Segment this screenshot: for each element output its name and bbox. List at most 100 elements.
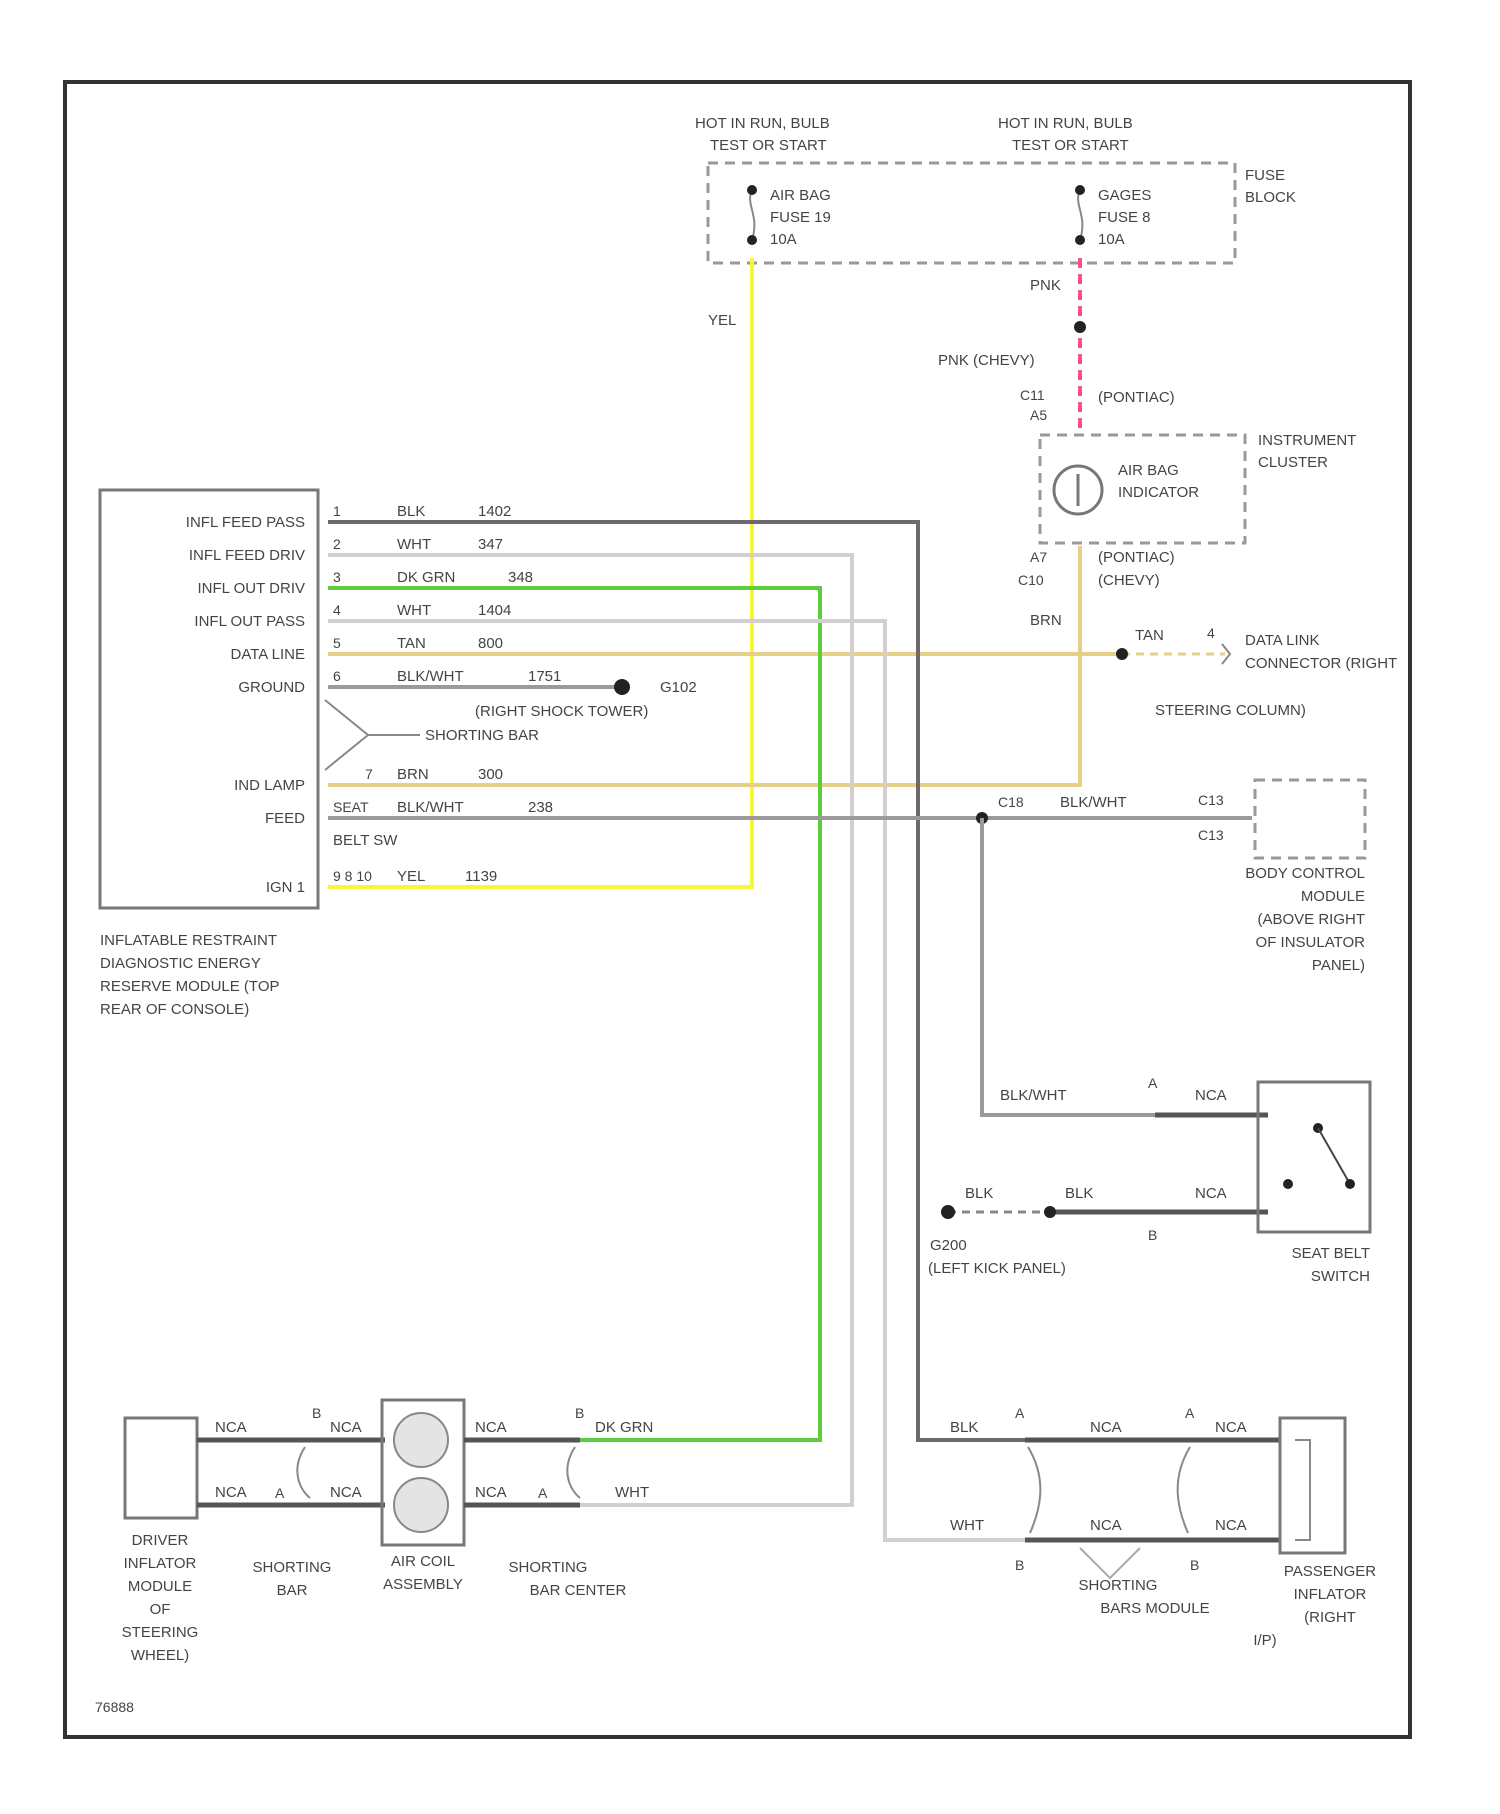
seat-belt-switch-blade [1318,1128,1350,1184]
a7-label: A7 [1030,549,1047,565]
seat-belt-contact-3 [1345,1179,1355,1189]
pin-color-1: BLK [397,503,425,520]
passenger-shorting-bar-1 [1028,1447,1040,1533]
bcm-title-1: BODY CONTROL [1245,865,1365,882]
fuse-right-symbol [1078,190,1082,240]
indicator-label-1: AIR BAG [1118,462,1179,479]
passenger-inflator-box [1280,1418,1345,1553]
g102-label: G102 [660,679,697,696]
left-source-line1: HOT IN RUN, BULB [695,115,830,132]
seat-belt-nca-bottom: NCA [1195,1185,1227,1202]
driver-nca-3: NCA [330,1419,362,1436]
passenger-inflator-title-2: INFLATOR [1294,1586,1367,1603]
cluster-title-2: CLUSTER [1258,454,1328,471]
g200-ground-dot [941,1205,955,1219]
fuse-left-line1: AIR BAG [770,187,831,204]
pin-name-feed: FEED [265,810,305,827]
chevy-bottom-label: (CHEVY) [1098,572,1160,589]
bcm-title-3: (ABOVE RIGHT [1257,911,1365,928]
belt-sw-label: BELT SW [333,832,398,849]
driver-nca-1: NCA [215,1419,247,1436]
left-source-line2: TEST OR START [710,137,827,154]
pin-name-infl-feed-pass: INFL FEED PASS [186,514,305,531]
passenger-pin-a2: A [1185,1405,1195,1421]
driver-inflator-title-6: WHEEL) [131,1647,189,1664]
right-source-line1: HOT IN RUN, BULB [998,115,1133,132]
pin-color-2: WHT [397,536,431,553]
pin-color-6: BLK/WHT [397,668,464,685]
g200-location: (LEFT KICK PANEL) [928,1260,1066,1277]
body-control-module: C18 BLK/WHT C13 C13 BODY CONTROL MODULE … [998,780,1365,974]
fuse-block-label-1: FUSE [1245,167,1285,184]
dlc-wire-label: TAN [1135,627,1164,644]
coil-title-2: ASSEMBLY [383,1576,463,1593]
pin-name-infl-feed-driv: INFL FEED DRIV [189,547,305,564]
passenger-inflator-title-4: I/P) [1253,1632,1276,1649]
pin-circuit-ign: 1139 [465,868,497,885]
seat-belt-title-2: SWITCH [1311,1268,1370,1285]
passenger-inflator-element [1295,1440,1310,1540]
bcm-title-4: OF INSULATOR [1256,934,1366,951]
g200-label: G200 [930,1237,967,1254]
dlc-pin-label: 4 [1207,625,1215,641]
passenger-inflator-title-3: (RIGHT [1304,1609,1356,1626]
fuse-right-terminal-top [1075,185,1085,195]
driver-nca-2: NCA [215,1484,247,1501]
pin-num-2: 2 [333,536,341,552]
passenger-pin-b1: B [1015,1557,1024,1573]
driver-inflator-title-5: STEERING [122,1624,199,1641]
dlc-title-3: STEERING COLUMN) [1155,702,1306,719]
g102-location: (RIGHT SHOCK TOWER) [475,703,648,720]
passenger-pin-b2: B [1190,1557,1199,1573]
passenger-shorting-title-1: SHORTING [1079,1577,1158,1594]
wire-yel-ign1 [328,258,752,887]
pin-circuit-7: 300 [478,766,503,783]
driver-dkgrn-label: DK GRN [595,1419,653,1436]
power-section: HOT IN RUN, BULB TEST OR START HOT IN RU… [695,115,1296,263]
fuse-block-label-2: BLOCK [1245,189,1296,206]
pin-circuit-4: 1404 [478,602,511,619]
fuse-left-line2: FUSE 19 [770,209,831,226]
passenger-blk-label: BLK [950,1419,978,1436]
wire-blk-infl-feed-pass [328,522,1280,1440]
bcm-wire-label: BLK/WHT [1060,794,1127,811]
a5-label: A5 [1030,407,1047,423]
fuse-right-line2: FUSE 8 [1098,209,1151,226]
cluster-title-1: INSTRUMENT [1258,432,1356,449]
pin-name-infl-out-pass: INFL OUT PASS [194,613,305,630]
driver-inflator-circuit: NCA NCA B A NCA NCA NCA NCA B A DK GRN W… [122,1400,654,1664]
passenger-nca-1: NCA [1090,1419,1122,1436]
pin-name-ground: GROUND [238,679,305,696]
seat-belt-pin-a: A [1148,1075,1158,1091]
driver-inflator-title-4: OF [150,1601,171,1618]
passenger-shorting-leader [1080,1548,1140,1578]
module-shorting-bar-symbol [325,700,368,770]
pontiac-bottom-label: (PONTIAC) [1098,549,1175,566]
coil-top-icon [394,1413,448,1467]
driver-pin-a2: A [538,1485,548,1501]
wire-wht-infl-out-pass [328,621,1280,1540]
figure-id: 76888 [95,1699,134,1715]
pin-color-feed: BLK/WHT [397,799,464,816]
seat-belt-switch: BLK/WHT A NCA BLK BLK NCA B G200 (LEFT K… [928,1075,1370,1285]
brn-label: BRN [1030,612,1062,629]
bcm-c18-label: C18 [998,794,1024,810]
pin-num-6: 6 [333,668,341,684]
bcm-c13a-label: C13 [1198,792,1224,808]
driver-pin-a1: A [275,1485,285,1501]
passenger-shorting-title-2: BARS MODULE [1100,1600,1209,1617]
passenger-nca-2: NCA [1215,1419,1247,1436]
passenger-nca-4: NCA [1215,1517,1247,1534]
yel-vertical-label: YEL [708,312,736,329]
pin-circuit-5: 800 [478,635,503,652]
driver-inflator-title-1: DRIVER [132,1532,189,1549]
pin-num-seat: SEAT [333,799,369,815]
driver-inflator-box [125,1418,197,1518]
g102-ground-dot [614,679,630,695]
fuse-left-terminal-top [747,185,757,195]
module-title-2: DIAGNOSTIC ENERGY [100,955,261,972]
module-title-1: INFLATABLE RESTRAINT [100,932,277,949]
driver-shorting-bar-title-1: SHORTING [253,1559,332,1576]
pin-name-infl-out-driv: INFL OUT DRIV [197,580,305,597]
